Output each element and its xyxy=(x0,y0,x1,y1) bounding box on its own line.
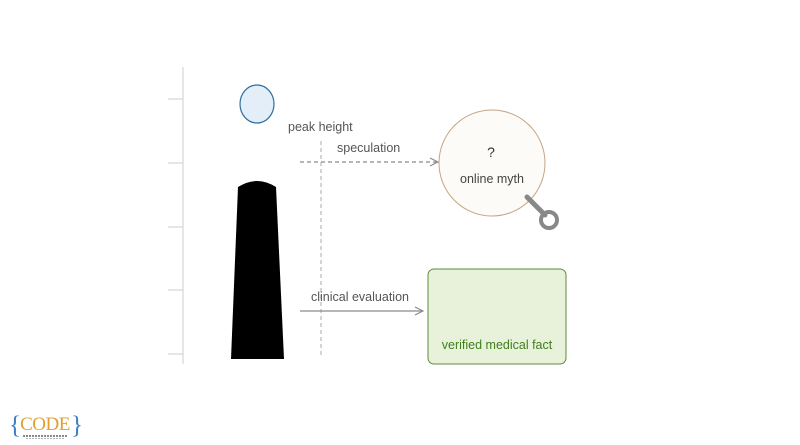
logo-tagline-mark xyxy=(23,435,67,437)
myth-circle xyxy=(438,109,546,217)
height-scale xyxy=(168,67,184,364)
person-head xyxy=(239,84,275,124)
online-myth-label: online myth xyxy=(460,172,524,186)
person-figure xyxy=(231,84,284,359)
speculation-label: speculation xyxy=(337,141,401,155)
code-logo: { CODE } xyxy=(9,412,83,441)
logo-text: CODE xyxy=(20,414,70,435)
verified-fact-box xyxy=(427,268,567,365)
verified-fact-label: verified medical fact xyxy=(441,338,553,352)
logo-brace-open: { xyxy=(9,412,21,439)
online-myth-node xyxy=(438,109,559,230)
logo-brace-close: } xyxy=(71,412,83,439)
person-body xyxy=(231,181,284,359)
peak-height-label: peak height xyxy=(288,120,353,134)
logo-tagline-mark-secondary xyxy=(26,438,64,439)
clinical-evaluation-label: clinical evaluation xyxy=(311,290,409,304)
magnifier-icon xyxy=(524,194,559,230)
myth-question-mark: ? xyxy=(487,144,495,160)
